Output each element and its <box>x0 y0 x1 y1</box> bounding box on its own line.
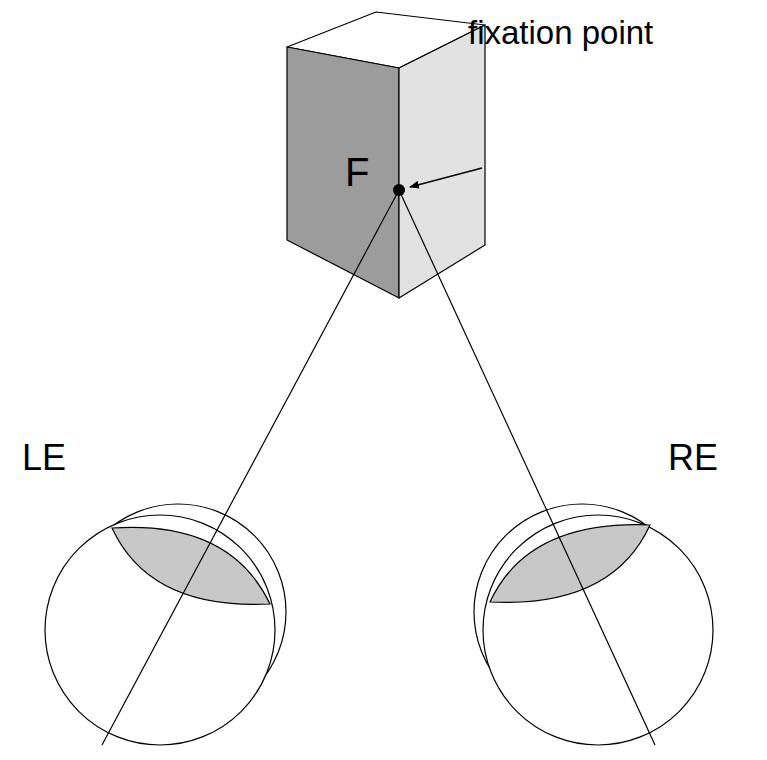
leader-arrow <box>410 168 482 187</box>
eye-label: RE <box>668 440 718 476</box>
lens <box>490 525 650 603</box>
fixation-dot <box>393 184 405 196</box>
eyeball <box>483 515 713 745</box>
cube <box>287 12 485 298</box>
cube-left-face <box>287 47 399 298</box>
left-eye <box>45 504 286 745</box>
lens <box>112 527 270 604</box>
eyeball <box>45 515 275 745</box>
right-eye <box>474 504 713 745</box>
eye-label: LE <box>22 440 66 476</box>
visual-axis <box>399 190 655 745</box>
cube-right-face <box>399 25 485 298</box>
visual-axis <box>102 190 399 745</box>
point-label: F <box>345 152 369 192</box>
callout-label: fixation point <box>468 16 653 49</box>
